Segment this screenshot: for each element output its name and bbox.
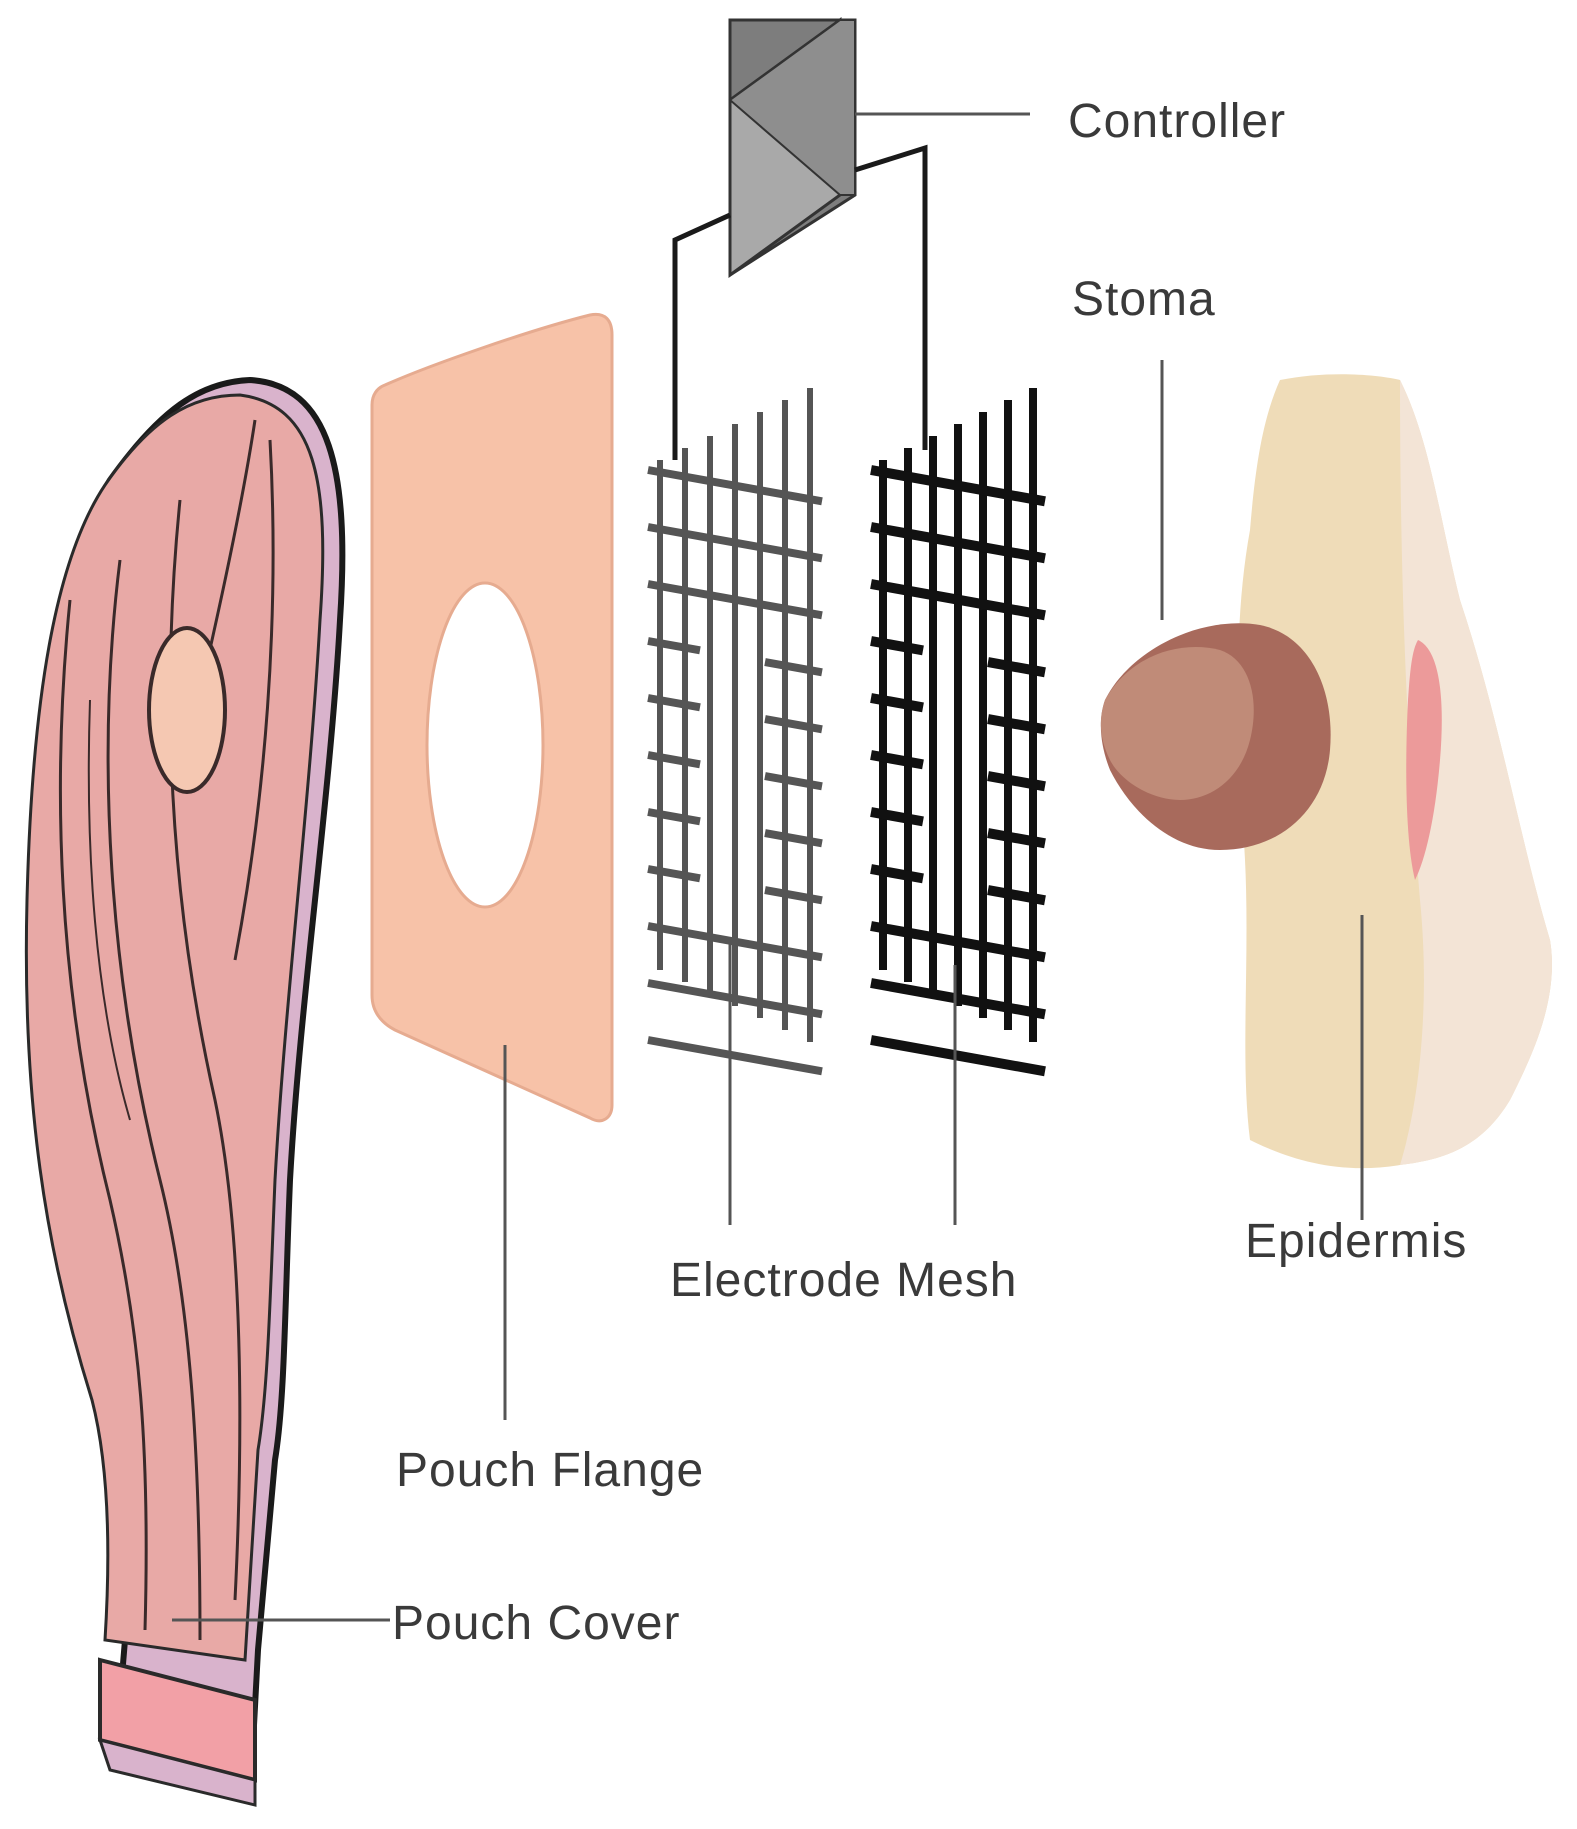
mesh-horizontal-wire xyxy=(764,715,823,734)
pouch-flange xyxy=(370,312,614,1123)
mesh-horizontal-wire xyxy=(870,693,924,713)
mesh-horizontal-wire xyxy=(870,579,1046,621)
pouch-cover xyxy=(24,376,346,1807)
mesh-horizontal-wire xyxy=(647,523,823,563)
mesh-horizontal-wire xyxy=(870,978,1046,1020)
mesh-horizontal-wire xyxy=(647,979,823,1019)
mesh-horizontal-wire xyxy=(870,750,924,770)
mesh-horizontal-wire xyxy=(764,658,823,677)
controller-label: Controller xyxy=(1068,95,1287,148)
pouch-opening xyxy=(147,626,227,794)
electrode-mesh-label: Electrode Mesh xyxy=(670,1254,1018,1307)
mesh-horizontal-wire xyxy=(870,465,1046,507)
mesh-horizontal-wire xyxy=(647,922,823,962)
flange-opening xyxy=(425,581,545,909)
epidermis xyxy=(1100,374,1552,1169)
mesh-horizontal-wire xyxy=(987,714,1046,735)
mesh-horizontal-wire xyxy=(647,1036,823,1076)
mesh-horizontal-wire xyxy=(647,637,701,655)
skin-fold xyxy=(1406,640,1442,880)
mesh-horizontal-wire xyxy=(764,886,823,905)
mesh-horizontal-wire xyxy=(764,829,823,848)
mesh-horizontal-wire xyxy=(647,466,823,506)
mesh-horizontal-wire xyxy=(987,885,1046,906)
mesh-horizontal-wire xyxy=(647,580,823,620)
epidermis-label: Epidermis xyxy=(1245,1215,1468,1268)
electrode-mesh-right xyxy=(870,388,1046,1077)
stoma-label: Stoma xyxy=(1072,273,1216,326)
leader-lines xyxy=(172,112,1364,1622)
mesh-horizontal-wire xyxy=(870,921,1046,963)
mesh-horizontal-wire xyxy=(647,694,701,712)
mesh-horizontal-wire xyxy=(987,657,1046,678)
mesh-horizontal-wire xyxy=(870,864,924,884)
mesh-horizontal-wire xyxy=(870,636,924,656)
mesh-horizontal-wire xyxy=(764,772,823,791)
pouch-cover-label: Pouch Cover xyxy=(392,1597,681,1650)
pouch-flange-label: Pouch Flange xyxy=(396,1444,705,1497)
mesh-horizontal-wire xyxy=(870,1035,1046,1077)
mesh-horizontal-wire xyxy=(647,808,701,826)
electrode-mesh-left xyxy=(647,388,823,1076)
mesh-horizontal-wire xyxy=(870,807,924,827)
mesh-horizontal-wire xyxy=(647,865,701,883)
mesh-horizontal-wire xyxy=(870,522,1046,564)
mesh-horizontal-wire xyxy=(647,751,701,769)
mesh-horizontal-wire xyxy=(987,828,1046,849)
mesh-horizontal-wire xyxy=(987,771,1046,792)
controller xyxy=(672,17,928,460)
